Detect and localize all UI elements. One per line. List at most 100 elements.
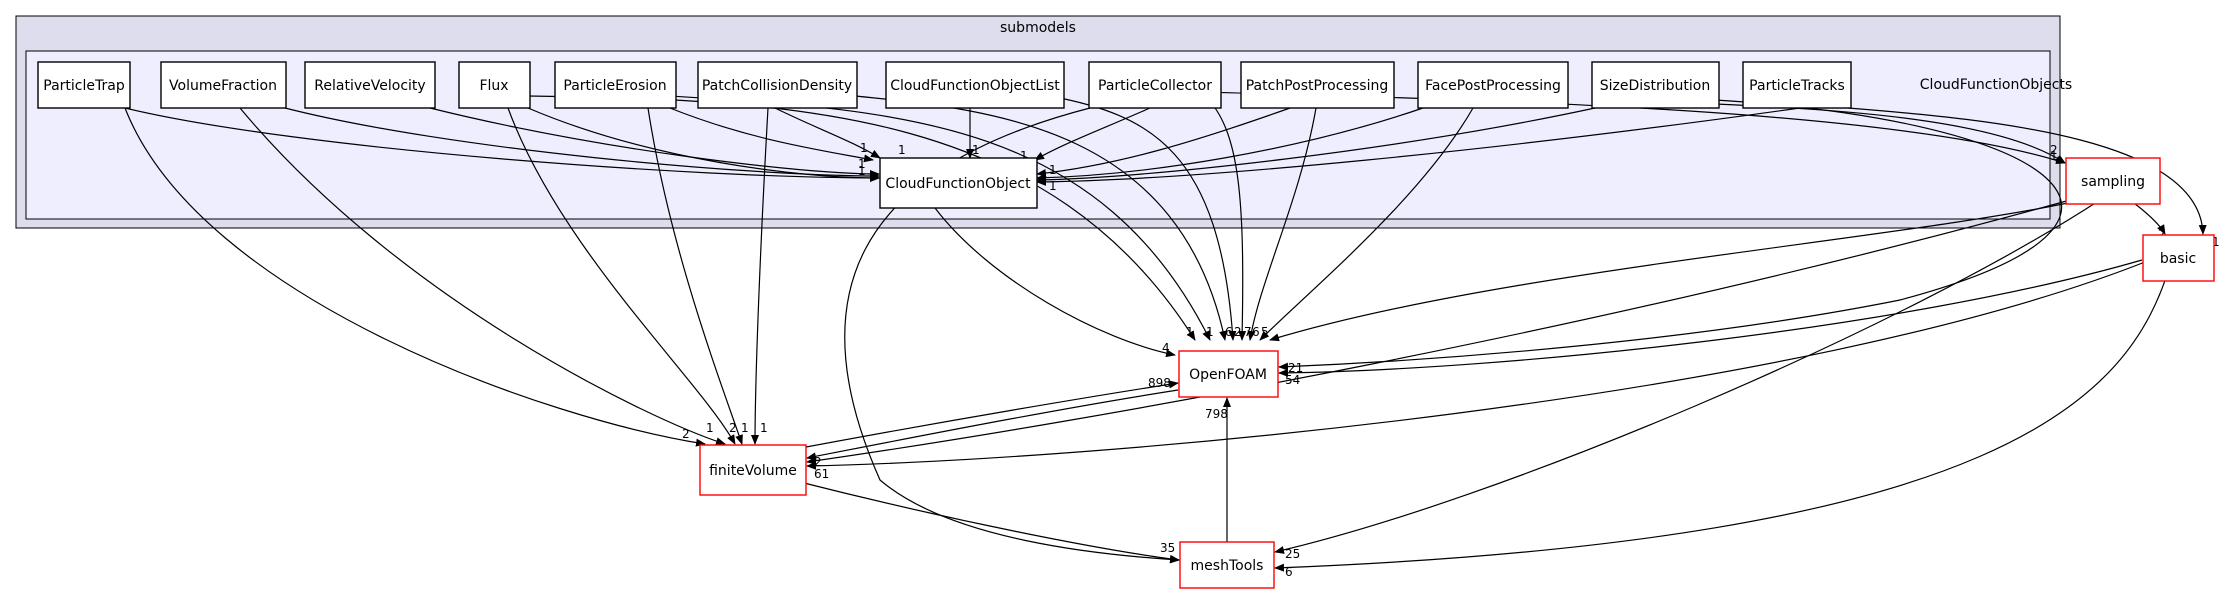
edge-label: 6 bbox=[1285, 565, 1293, 579]
edge-sampling-finitevolume bbox=[806, 199, 2071, 465]
edge-particletrap-cfo bbox=[124, 107, 880, 182]
edge-label: 2 bbox=[1234, 325, 1242, 339]
edge-facepostprocessing-cfo bbox=[1036, 107, 1424, 182]
edge-label: 1 bbox=[2050, 149, 2058, 163]
edge-basic-finitevolume bbox=[806, 259, 2151, 470]
edge-label: 798 bbox=[1205, 407, 1228, 421]
node-flux[interactable]: Flux bbox=[458, 61, 531, 109]
node-sizedistribution-label: SizeDistribution bbox=[1600, 78, 1710, 94]
edge-sizedistribution-cfo bbox=[1036, 107, 1596, 184]
cluster-cloud-function-objects-label: CloudFunctionObjects bbox=[1920, 77, 2072, 93]
edge-particlecollector-openfoam bbox=[1204, 95, 1247, 341]
node-relativevelocity[interactable]: RelativeVelocity bbox=[304, 61, 436, 109]
edge-label: 1 bbox=[972, 143, 980, 157]
edge-label: 1 bbox=[1049, 163, 1057, 177]
edge-flux-cfo bbox=[527, 107, 880, 182]
node-particletracks-label: ParticleTracks bbox=[1749, 78, 1845, 94]
node-cloudfunctionobjectlist[interactable]: CloudFunctionObjectList bbox=[885, 61, 1065, 109]
edge-finitevolume-openfoam bbox=[789, 380, 1179, 451]
node-particleerosion-label: ParticleErosion bbox=[563, 78, 666, 94]
edge-cfo-openfoam bbox=[934, 207, 1176, 358]
edge-label: 21 bbox=[1288, 361, 1303, 375]
node-sizedistribution[interactable]: SizeDistribution bbox=[1591, 61, 1720, 109]
edge-particleerosion-finitevolume bbox=[647, 107, 743, 445]
node-patchcollisiondensity[interactable]: PatchCollisionDensity bbox=[697, 61, 858, 109]
node-meshtools-label: meshTools bbox=[1191, 558, 1264, 574]
edge-label: 2 bbox=[2050, 143, 2058, 157]
node-meshtools[interactable]: meshTools bbox=[1179, 541, 1275, 589]
node-sampling[interactable]: sampling bbox=[2065, 157, 2161, 205]
edge-finitevolume-meshtools bbox=[799, 481, 1180, 563]
node-relativevelocity-label: RelativeVelocity bbox=[314, 78, 425, 94]
node-volumefraction[interactable]: VolumeFraction bbox=[160, 61, 287, 109]
edge-cfolist-openfoam bbox=[1049, 95, 1237, 341]
node-cloudfunctionobject[interactable]: CloudFunctionObject bbox=[879, 157, 1038, 209]
edge-sizedistribution-openfoam bbox=[1278, 99, 2063, 371]
node-openfoam-label: OpenFOAM bbox=[1189, 367, 1267, 383]
edge-basic-meshtools bbox=[1274, 264, 2171, 572]
node-particlecollector-label: ParticleCollector bbox=[1098, 78, 1212, 94]
edge-label: 1 bbox=[1206, 325, 1214, 339]
edge-label: 5 bbox=[1261, 325, 1269, 339]
edge-sampling-openfoam bbox=[1269, 199, 2083, 342]
internal-nodes: ParticleTrap VolumeFraction RelativeVelo… bbox=[37, 61, 1852, 209]
edge-flux-finitevolume bbox=[507, 107, 736, 445]
edge-particletrap-finitevolume bbox=[124, 107, 706, 447]
cluster-submodels-label: submodels bbox=[1000, 20, 1076, 36]
edge-label: 1 bbox=[858, 164, 866, 178]
edge-particlecollector-cfo bbox=[1034, 107, 1151, 161]
node-volumefraction-label: VolumeFraction bbox=[169, 78, 277, 94]
edge-label: 2 bbox=[814, 455, 822, 469]
edge-label: 6 bbox=[1225, 325, 1233, 339]
node-particletrap-label: ParticleTrap bbox=[43, 78, 125, 94]
edge-label: 2 bbox=[682, 427, 690, 441]
node-basic[interactable]: basic bbox=[2142, 234, 2215, 282]
edge-volumefraction-cfo bbox=[284, 107, 880, 180]
edge-label: 1 bbox=[2212, 235, 2220, 249]
edge-label: 54 bbox=[1285, 373, 1300, 387]
edge-patchcollisiondensity-cfo bbox=[774, 107, 881, 159]
edge-particletracks-basic bbox=[1847, 107, 2207, 235]
edge-label: 1 bbox=[741, 421, 749, 435]
edge-patchpostprocessing-cfo bbox=[1036, 107, 1291, 178]
edge-facepostprocessing-openfoam bbox=[1259, 107, 1474, 341]
node-particletracks[interactable]: ParticleTracks bbox=[1742, 61, 1852, 109]
edge-label: 1 bbox=[1049, 179, 1057, 193]
edge-label: 2 bbox=[729, 421, 737, 435]
node-sampling-label: sampling bbox=[2081, 174, 2145, 190]
edge-volumefraction-finitevolume bbox=[239, 107, 726, 446]
node-finitevolume[interactable]: finiteVolume bbox=[699, 444, 807, 496]
node-finitevolume-label: finiteVolume bbox=[709, 463, 797, 479]
node-openfoam[interactable]: OpenFOAM bbox=[1178, 350, 1279, 398]
edge-particletracks-cfo bbox=[1036, 107, 1801, 186]
edge-sampling-meshtools bbox=[1274, 199, 2101, 554]
node-particleerosion[interactable]: ParticleErosion bbox=[554, 61, 677, 109]
edge-label: 2 bbox=[2158, 227, 2166, 241]
edge-label: 1 bbox=[760, 421, 768, 435]
edge-patchpostprocessing-openfoam bbox=[1247, 107, 1317, 341]
edge-label: 6 bbox=[1252, 325, 1260, 339]
node-facepostprocessing[interactable]: FacePostProcessing bbox=[1417, 61, 1569, 109]
edge-label: 4 bbox=[1162, 341, 1170, 355]
edge-label: 898 bbox=[1148, 376, 1171, 390]
node-particletrap[interactable]: ParticleTrap bbox=[37, 61, 131, 109]
node-facepostprocessing-label: FacePostProcessing bbox=[1425, 78, 1561, 94]
edge-labels: 1 1 1 1 1 1 1 1 4 1 1 6 2 7 6 5 21 54 89… bbox=[682, 141, 2220, 579]
edge-label: 1 bbox=[706, 421, 714, 435]
edge-patchcollisiondensity-finitevolume bbox=[751, 107, 769, 445]
edge-label: 1 bbox=[1020, 149, 1028, 163]
edge-openfoam-finitevolume bbox=[806, 389, 1179, 461]
node-patchpostprocessing-label: PatchPostProcessing bbox=[1246, 78, 1389, 94]
node-cloudfunctionobjectlist-label: CloudFunctionObjectList bbox=[890, 78, 1060, 94]
node-particlecollector[interactable]: ParticleCollector bbox=[1088, 61, 1222, 109]
edge-label: 25 bbox=[1285, 547, 1300, 561]
edge-particleerosion-cfo bbox=[669, 107, 874, 163]
edge-label: 61 bbox=[814, 467, 829, 481]
node-patchpostprocessing[interactable]: PatchPostProcessing bbox=[1240, 61, 1395, 109]
external-nodes: sampling basic OpenFOAM finiteVolume mes… bbox=[699, 157, 2215, 589]
edge-label: 1 bbox=[898, 143, 906, 157]
edges bbox=[124, 91, 2207, 572]
node-flux-label: Flux bbox=[479, 78, 508, 94]
edge-label: 1 bbox=[1186, 325, 1194, 339]
